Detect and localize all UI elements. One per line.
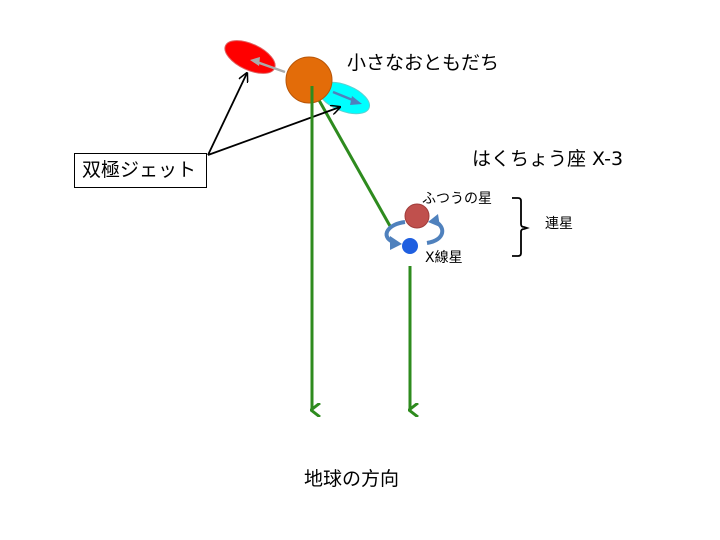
jet-red-blob [224,40,276,74]
companion-body [285,56,333,104]
normal-star-label: ふつうの星 [422,191,492,207]
jets-label: 双極ジェット [82,159,197,181]
orbit-arrow-right-head [428,214,440,227]
companion-label: 小さなおともだち [347,52,500,74]
jet-red-arrowhead [250,57,260,66]
companion-connector [309,85,392,227]
normal-star [404,203,430,229]
earth-direction-label: 地球の方向 [304,468,400,490]
xray-star [402,238,418,254]
orbit-arrow-left-head [390,236,402,250]
jets-label-box: 双極ジェット [74,153,207,188]
binary-bracket [512,197,530,257]
binary-label: 連星 [545,216,573,232]
jets-pointer-to-red [207,73,247,156]
jets-pointer-to-cyan [207,107,340,156]
system-label: はくちょう座 X-3 [472,148,624,170]
jet-cyan-arrowhead [350,96,362,105]
xray-star-label: X線星 [425,250,463,266]
